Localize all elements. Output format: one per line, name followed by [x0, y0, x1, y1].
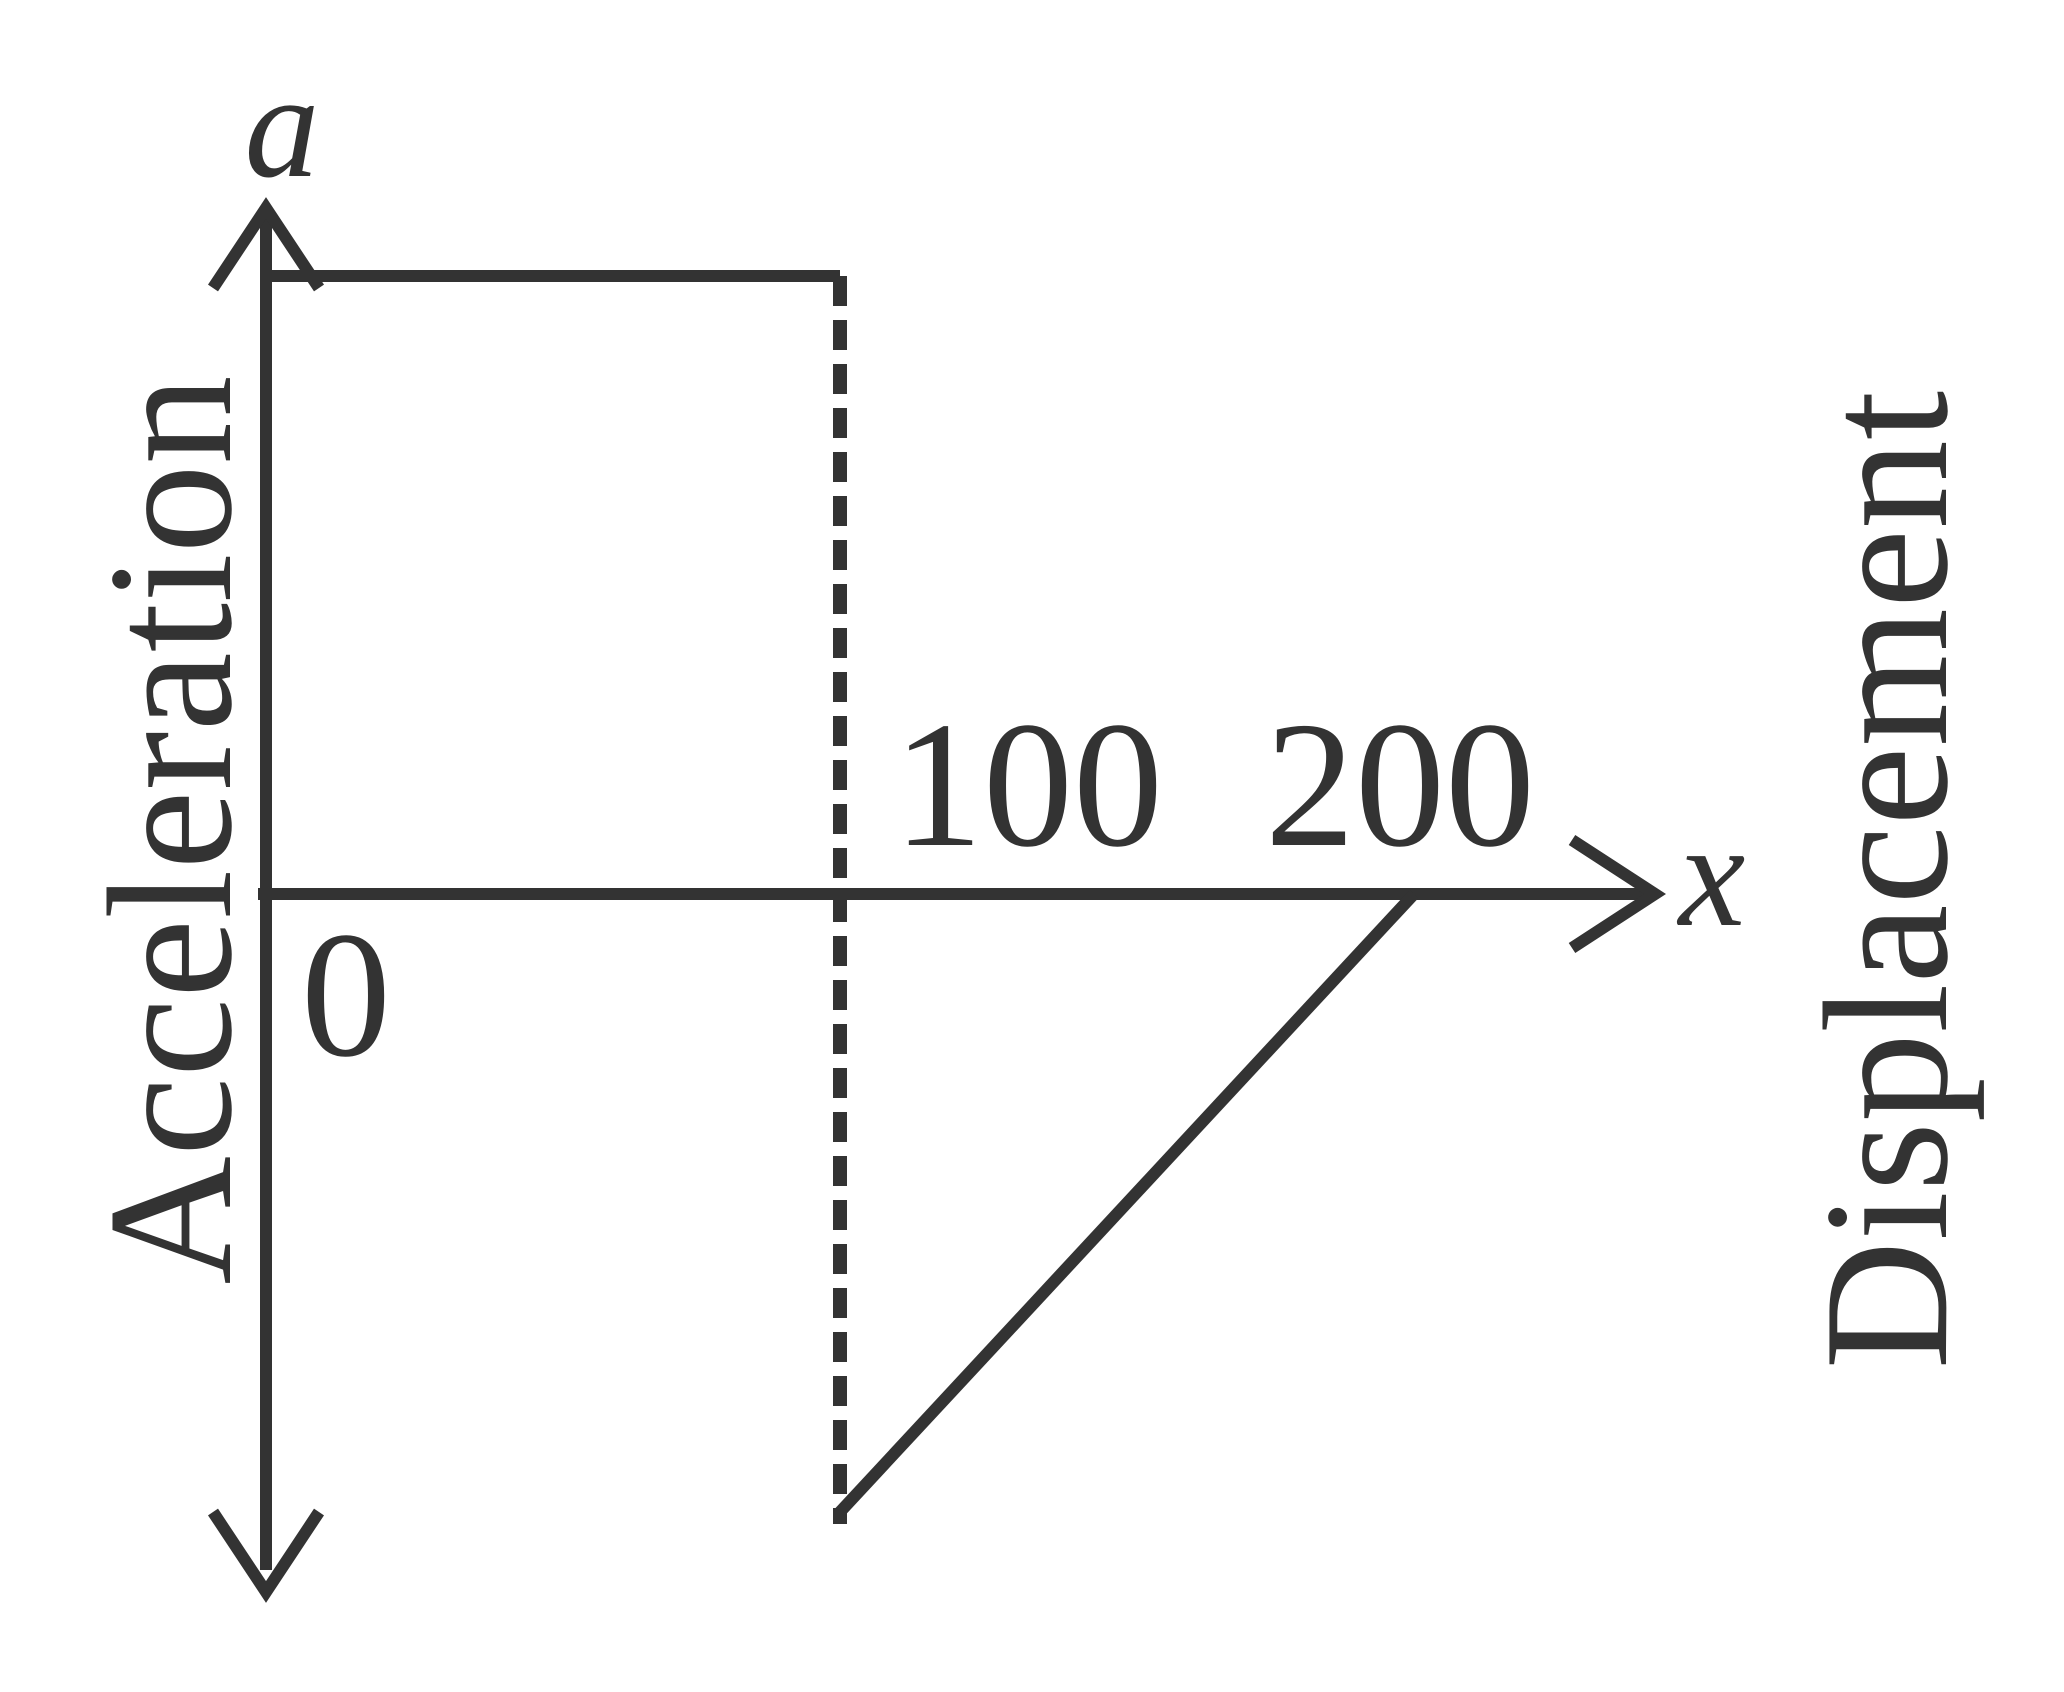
y-axis-title: Acceleration: [71, 375, 269, 1284]
y-axis-symbol: a: [245, 43, 320, 209]
x-axis-symbol: x: [1677, 792, 1746, 958]
series-segment-recovering: [835, 889, 1419, 1517]
x-tick-label-200: 200: [1265, 685, 1535, 884]
origin-label: 0: [301, 895, 391, 1094]
y-axis-down-arrow: [207, 1508, 325, 1603]
x-tick-label-100: 100: [893, 685, 1163, 884]
x-axis-title: Displacement: [1787, 391, 1985, 1370]
x-axis-arrow: [1568, 834, 1667, 954]
y-axis-up-arrow: [207, 197, 325, 292]
